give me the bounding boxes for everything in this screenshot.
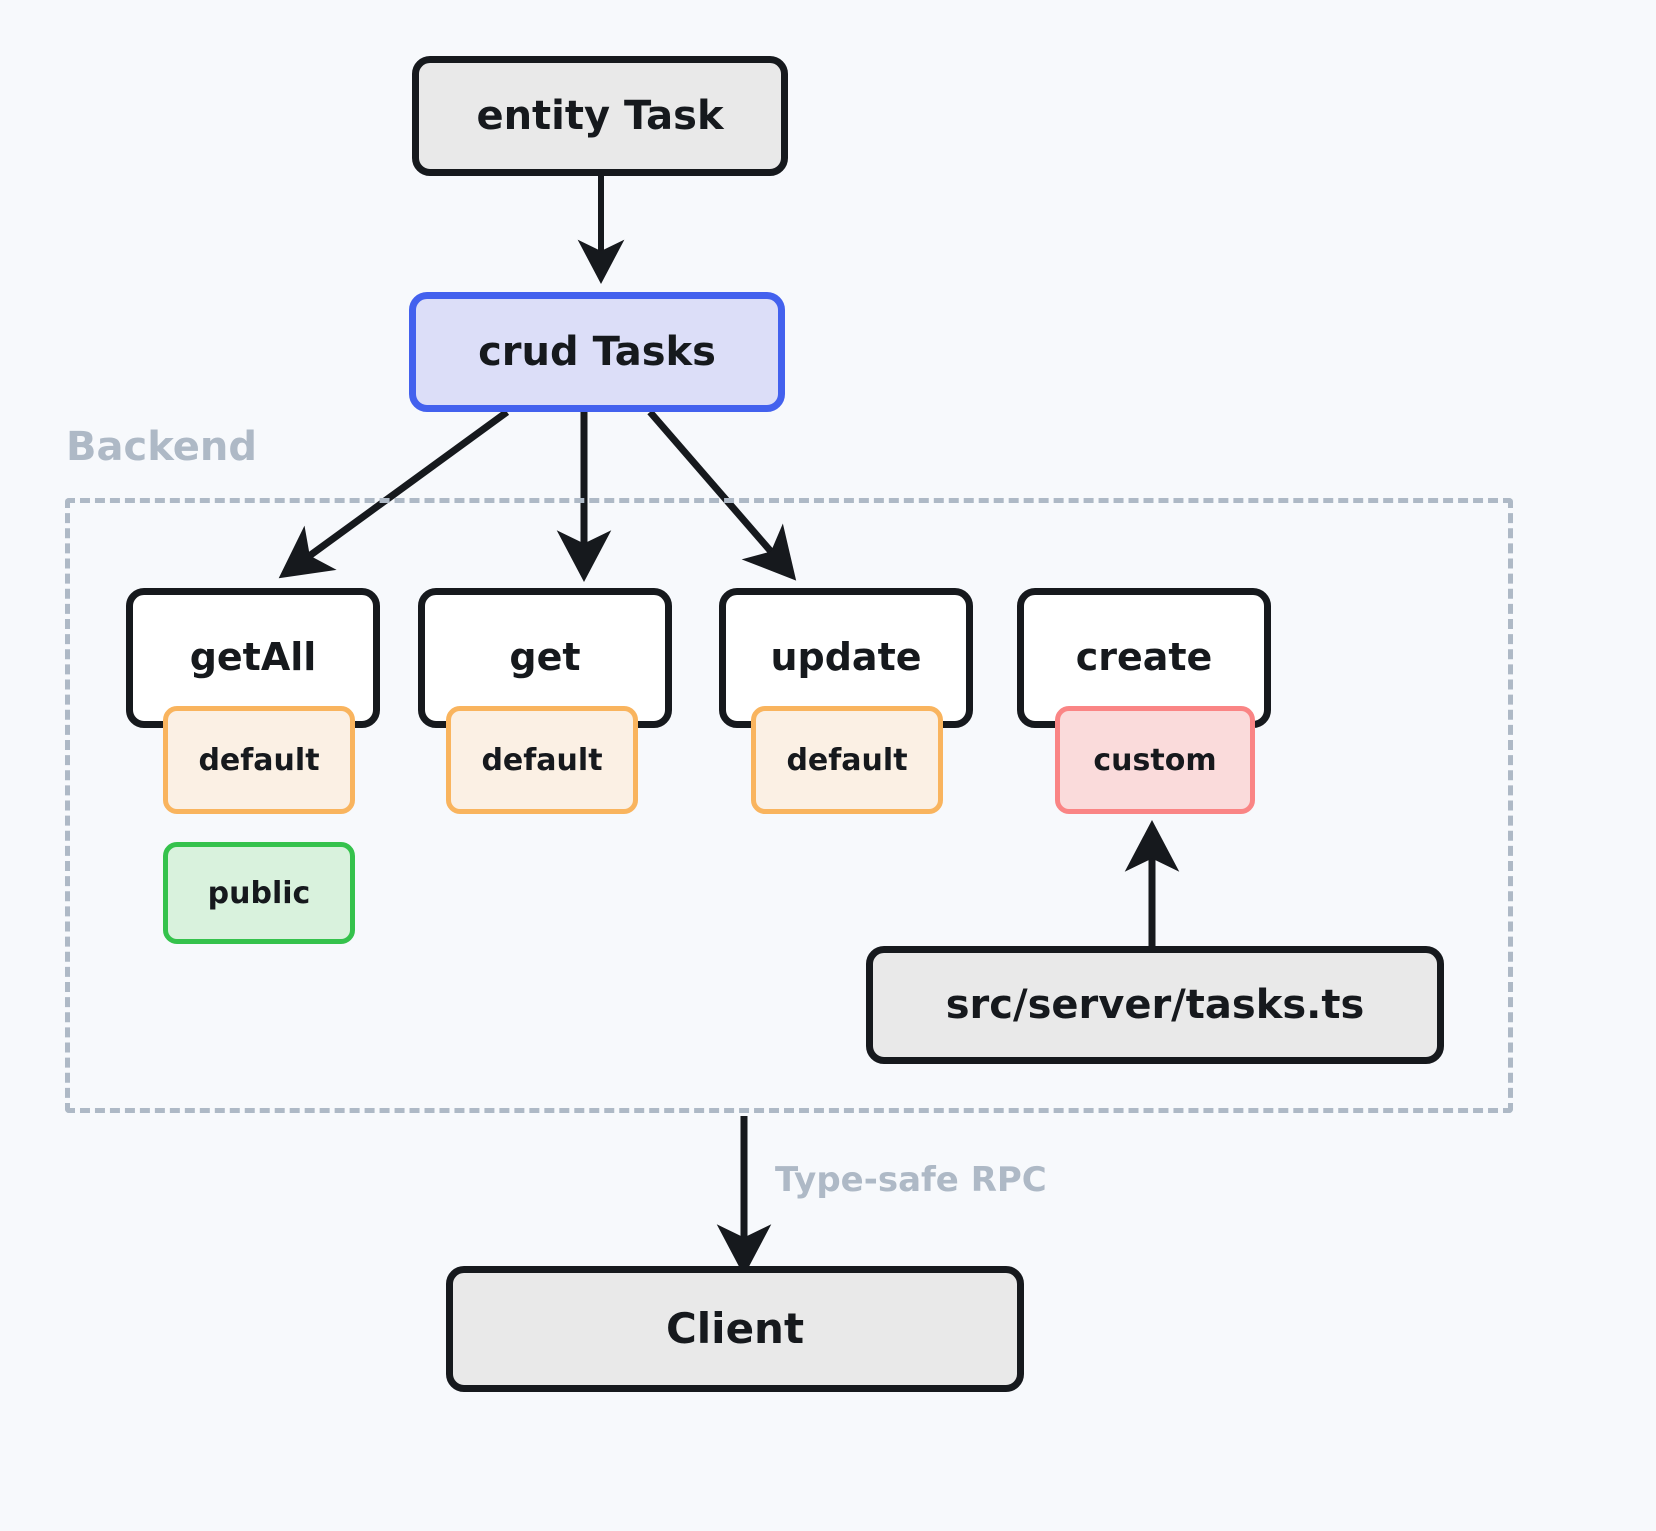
node-server-tasks-file[interactable]: src/server/tasks.ts: [866, 946, 1444, 1064]
badge-getall-public-label: public: [207, 875, 311, 911]
badge-get-default[interactable]: default: [446, 706, 638, 814]
node-create-label: create: [1075, 635, 1213, 680]
backend-group-box: [65, 498, 1513, 1113]
node-client[interactable]: Client: [446, 1266, 1024, 1392]
badge-update-default[interactable]: default: [751, 706, 943, 814]
node-crud-tasks-label: crud Tasks: [478, 329, 716, 375]
badge-create-custom-label: custom: [1093, 742, 1217, 778]
node-update[interactable]: update: [719, 588, 973, 728]
node-update-label: update: [770, 635, 922, 680]
node-get[interactable]: get: [418, 588, 672, 728]
badge-get-default-label: default: [481, 742, 603, 778]
node-entity-task-label: entity Task: [476, 93, 724, 139]
edge-label-type-safe-rpc: Type-safe RPC: [775, 1160, 1047, 1200]
badge-getall-default-label: default: [198, 742, 320, 778]
node-crud-tasks[interactable]: crud Tasks: [409, 292, 785, 412]
badge-create-custom[interactable]: custom: [1055, 706, 1255, 814]
node-getall-label: getAll: [189, 635, 317, 680]
node-create[interactable]: create: [1017, 588, 1271, 728]
node-entity-task[interactable]: entity Task: [412, 56, 788, 176]
node-server-tasks-file-label: src/server/tasks.ts: [945, 982, 1365, 1028]
badge-getall-public[interactable]: public: [163, 842, 355, 944]
badge-getall-default[interactable]: default: [163, 706, 355, 814]
node-client-label: Client: [665, 1303, 805, 1353]
backend-group-label: Backend: [66, 424, 257, 470]
badge-update-default-label: default: [786, 742, 908, 778]
node-get-label: get: [509, 635, 581, 680]
